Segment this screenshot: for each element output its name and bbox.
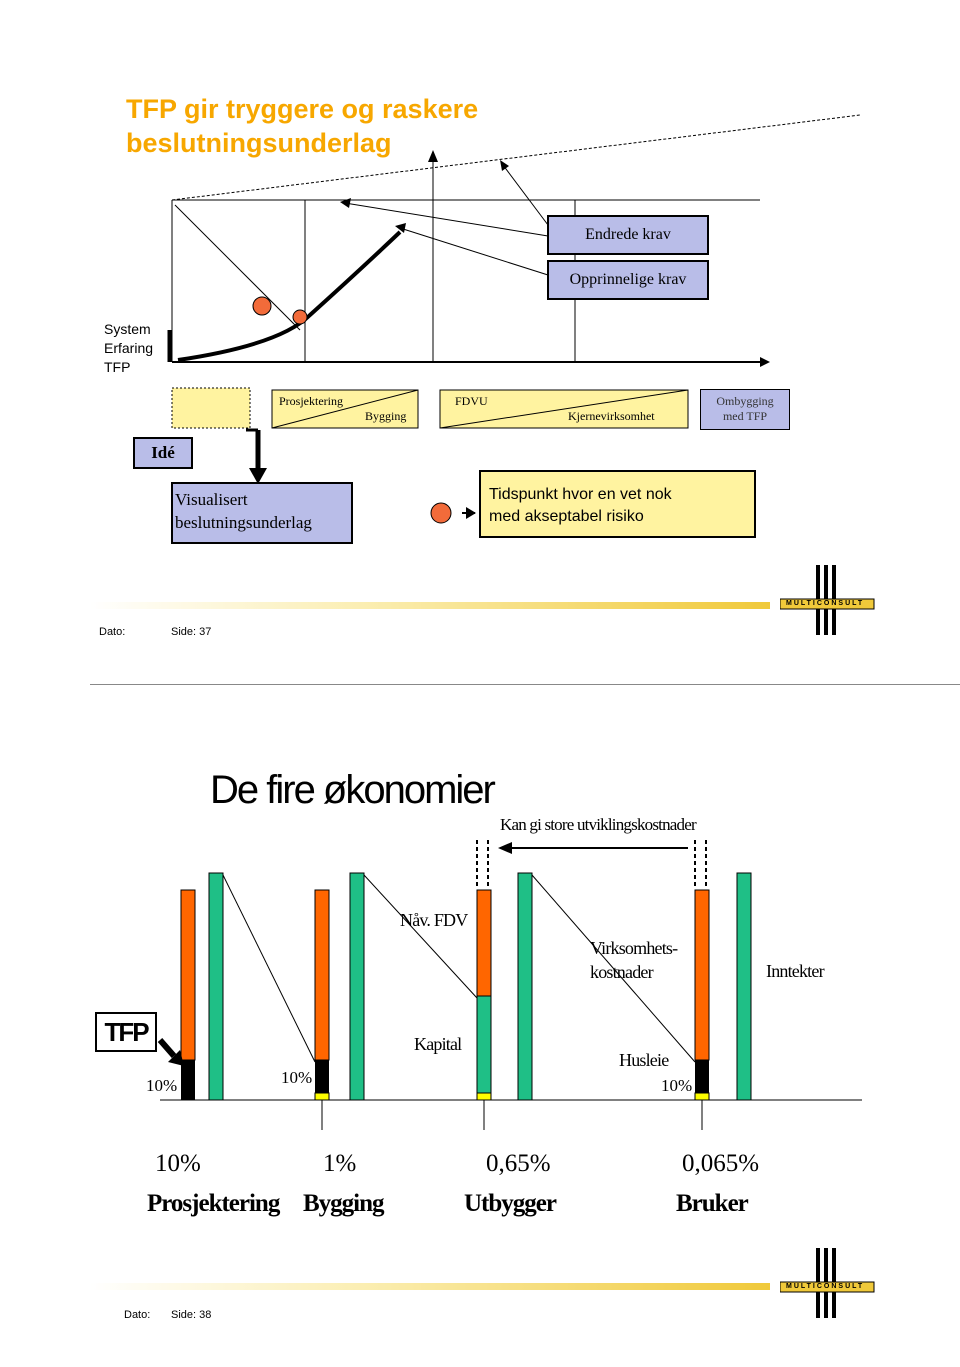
ide-box: Idé: [133, 437, 193, 469]
bar-prosjektering-orange: [180, 889, 196, 1061]
economies-bar-chart: [157, 840, 862, 1130]
opprinnelige-krav-box: Opprinnelige krav: [547, 260, 709, 300]
bar-bruker-black: [695, 1060, 709, 1093]
husleie-label: Husleie: [619, 1050, 669, 1070]
left-labels: System Erfaring TFP: [104, 321, 154, 375]
slide-separator: [90, 684, 960, 685]
flow-1pct: 1%: [323, 1150, 357, 1177]
tidspunkt-box: Tidspunkt hvor en vet nok med akseptabel…: [479, 470, 756, 538]
footer-dato: Dato:: [99, 626, 126, 638]
flow-0065pct: 0,065%: [682, 1150, 760, 1177]
footer-side: Side: 37: [171, 626, 212, 638]
naav-fdv-label: Nåv. FDV: [400, 910, 468, 930]
role-bygging: Bygging: [303, 1190, 385, 1217]
role-prosjektering: Prosjektering: [147, 1190, 280, 1217]
bar-utbygger-orange: [476, 889, 492, 997]
bar-utbygger-green: [517, 872, 533, 1101]
pct-left: 10%: [146, 1076, 178, 1095]
bar-bygging-green: [349, 872, 365, 1101]
tfp-box: TFP: [95, 1012, 157, 1052]
bar-prosjektering-black: [181, 1060, 195, 1100]
flow-10pct: 10%: [155, 1150, 201, 1177]
phase-kjernevirksomhet: Kjernevirksomhet: [568, 409, 655, 423]
footer-dato-2: Dato:: [124, 1309, 151, 1321]
rising-curve: [177, 230, 402, 362]
legend-circle: [430, 502, 452, 524]
kapital-label: Kapital: [414, 1034, 462, 1054]
bar-bygging-black: [315, 1060, 329, 1093]
slide-title-2: De fire økonomier: [210, 768, 496, 812]
bar-bruker-orange: [694, 889, 710, 1061]
pct-mid: 10%: [281, 1068, 313, 1087]
bar-bruker-green: [736, 872, 752, 1101]
slide-title: TFP gir tryggere og raskere beslutningsu…: [126, 94, 479, 158]
bar-bygging-orange: [314, 889, 330, 1061]
lifecycle-diagram: [167, 114, 861, 524]
falling-curve: [174, 204, 301, 331]
ide-phase-box: [171, 387, 251, 429]
flow-065pct: 0,65%: [486, 1150, 551, 1177]
phase-fdvu: FDVU: [455, 394, 488, 408]
phase-bygging: Bygging: [365, 409, 407, 423]
role-utbygger: Utbygger: [464, 1190, 557, 1217]
kan-gi-label: Kan gi store utviklingskostnader: [500, 815, 697, 834]
tfp-arrow: [157, 1038, 177, 1058]
bar-utbygger-green-lower: [476, 995, 492, 1094]
footer-side-2: Side: 38: [171, 1309, 212, 1321]
decision-point-circle: [252, 296, 272, 316]
phase-prosjektering: Prosjektering: [279, 394, 343, 408]
endrede-krav-box: Endrede krav: [547, 215, 709, 255]
role-bruker: Bruker: [676, 1190, 749, 1217]
endrede-krav-line: [171, 114, 861, 201]
visualisert-box: Visualisert beslutningsunderlag: [171, 482, 353, 544]
decision-point-circle-2: [292, 309, 308, 325]
pct-right: 10%: [661, 1076, 693, 1095]
ombygging-box: Ombygging med TFP: [700, 389, 790, 430]
multiconsult-logo: MULTICONSULT: [779, 565, 876, 635]
dashed-markers: [476, 840, 707, 888]
bar-utbygger-yellow: [476, 1092, 492, 1101]
multiconsult-logo-2: MULTICONSULT: [779, 1248, 876, 1318]
inntekter-label: Inntekter: [766, 961, 825, 981]
time-axis-arrowhead: [760, 357, 770, 367]
virksomhetskostnader-label: Virksomhets- kostnader: [590, 938, 678, 982]
bar-bruker-yellow: [694, 1092, 710, 1101]
bar-prosjektering-green: [208, 872, 224, 1101]
bar-bygging-yellow: [314, 1092, 330, 1101]
gold-stripe-2: [90, 1283, 770, 1290]
gold-stripe: [90, 602, 770, 609]
